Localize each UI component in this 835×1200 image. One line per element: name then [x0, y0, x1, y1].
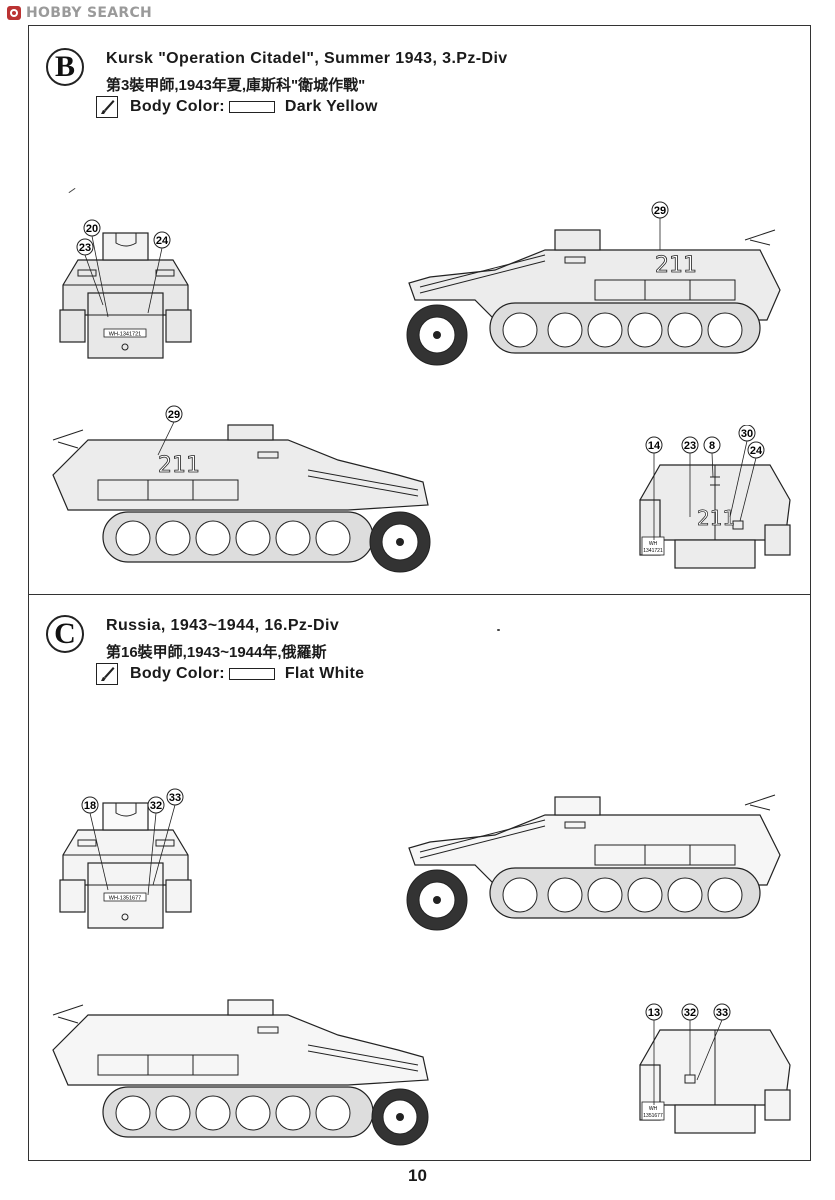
body-color-label: Body Color: — [130, 665, 225, 682]
track-assembly — [102, 511, 374, 563]
scheme-c-rear-view: WH 1351677 13 32 33 — [635, 1000, 795, 1150]
page-frame — [28, 25, 811, 1161]
front-wheel — [371, 1088, 429, 1146]
scheme-letter-badge: B — [46, 48, 84, 86]
callout-number: 29 — [654, 205, 666, 217]
rear-plate-text: WH — [649, 1106, 658, 1112]
front-wheel — [369, 511, 431, 573]
callout-group: 18 32 33 — [81, 788, 184, 896]
scheme-title-zh: 第16裝甲師,1943~1944年,俄羅斯 — [106, 644, 327, 661]
track-assembly — [489, 867, 761, 919]
body-color-name: Flat White — [284, 665, 365, 682]
body-color-label: Body Color: — [130, 98, 225, 115]
watermark-text: HOBBY SEARCH — [26, 5, 153, 21]
callout-group: 29 — [157, 405, 183, 456]
callout-number: 20 — [86, 223, 98, 235]
callout-number: 30 — [741, 428, 753, 440]
scheme-c-front-view: WH-1351677 18 32 33 — [48, 785, 203, 935]
track-assembly — [102, 1086, 374, 1138]
paintbrush-icon — [96, 96, 118, 118]
track-assembly — [489, 302, 761, 354]
callout-group: 20 23 24 — [76, 219, 171, 318]
callout-number: 23 — [684, 440, 696, 452]
callout-number: 14 — [648, 440, 661, 452]
scheme-title-en: Russia, 1943~1944, 16.Pz-Div — [106, 617, 340, 634]
callout-number: 18 — [84, 800, 96, 812]
front-plate-text: WH-1341721 — [109, 332, 141, 338]
hobby-search-logo-icon — [7, 6, 21, 20]
scan-speck — [497, 629, 500, 631]
body-color-row: Body Color: Dark Yellow — [96, 96, 378, 118]
callout-number: 33 — [716, 1007, 728, 1019]
callout-number: 13 — [648, 1007, 660, 1019]
scheme-divider — [28, 594, 811, 595]
rear-plate-text: WH — [649, 541, 658, 547]
turret-number: 211 — [697, 506, 735, 530]
body-color-name: Dark Yellow — [284, 98, 378, 115]
callout-number: 32 — [684, 1007, 696, 1019]
front-wheel — [406, 304, 468, 366]
callout-group: 13 32 33 — [645, 1003, 731, 1105]
callout-number: 8 — [709, 440, 715, 452]
turret-number: 211 — [158, 453, 200, 478]
callout-number: 29 — [168, 409, 180, 421]
callout-number: 23 — [79, 242, 91, 254]
scheme-title-zh: 第3裝甲師,1943年夏,庫斯科"衛城作戰" — [106, 77, 366, 94]
callout-number: 33 — [169, 792, 181, 804]
front-plate-text: WH-1351677 — [109, 896, 141, 902]
body-color-row: Body Color: Flat White — [96, 663, 364, 685]
scheme-b-side-view-left: 211 29 — [48, 400, 438, 580]
scheme-c-side-view-right — [395, 775, 785, 955]
callout-number: 24 — [750, 445, 763, 457]
color-swatch — [228, 668, 275, 680]
scheme-b-side-view-right: 211 29 — [395, 195, 785, 375]
scheme-letter-badge: C — [46, 615, 84, 653]
rear-plate-text: 1341721 — [643, 548, 663, 554]
scheme-b-front-view: WH-1341721 20 23 24 — [48, 215, 203, 365]
color-swatch — [228, 101, 275, 113]
hobby-search-watermark: HOBBY SEARCH — [6, 4, 152, 22]
scheme-c-side-view-left — [48, 990, 438, 1150]
callout-number: 32 — [150, 800, 162, 812]
rear-plate-text: 1351677 — [643, 1113, 663, 1119]
callout-group: 29 — [651, 201, 669, 250]
callout-number: 24 — [156, 235, 169, 247]
callout-group: 14 23 8 30 24 — [645, 425, 765, 540]
scheme-title-en: Kursk "Operation Citadel", Summer 1943, … — [106, 50, 508, 67]
front-wheel — [406, 869, 468, 931]
turret-number: 211 — [655, 253, 697, 278]
page-number: 10 — [408, 1166, 427, 1185]
scheme-b-rear-view: WH 1341721 211 14 23 8 30 24 — [635, 425, 795, 575]
paintbrush-icon — [96, 663, 118, 685]
